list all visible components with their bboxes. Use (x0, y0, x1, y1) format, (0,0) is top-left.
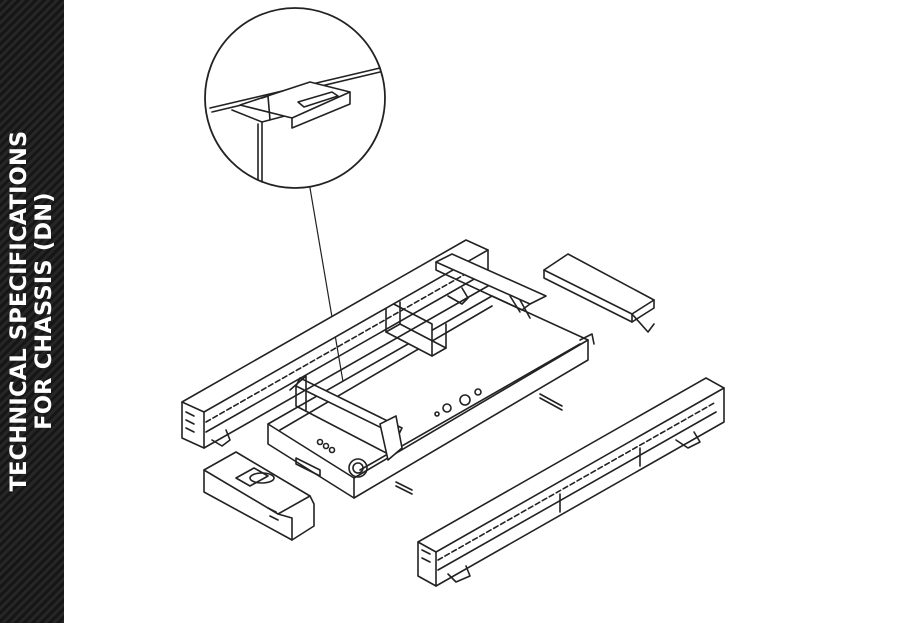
banner-title-line-1: TECHNICAL SPECIFICATIONS (6, 130, 32, 492)
right-side-rail (417, 377, 725, 587)
loose-plank (543, 253, 655, 333)
detail-callout (204, 7, 386, 459)
banner-title: TECHNICAL SPECIFICATIONS FOR CHASSIS (DN… (6, 11, 57, 611)
banner-title-line-2: FOR CHASSIS (DN) (31, 192, 57, 430)
cross-brace (289, 299, 447, 461)
left-side-rail (181, 239, 547, 449)
side-banner: TECHNICAL SPECIFICATIONS FOR CHASSIS (DN… (0, 0, 64, 623)
front-bracket-plate (203, 451, 315, 541)
chassis-drawing (64, 0, 900, 623)
